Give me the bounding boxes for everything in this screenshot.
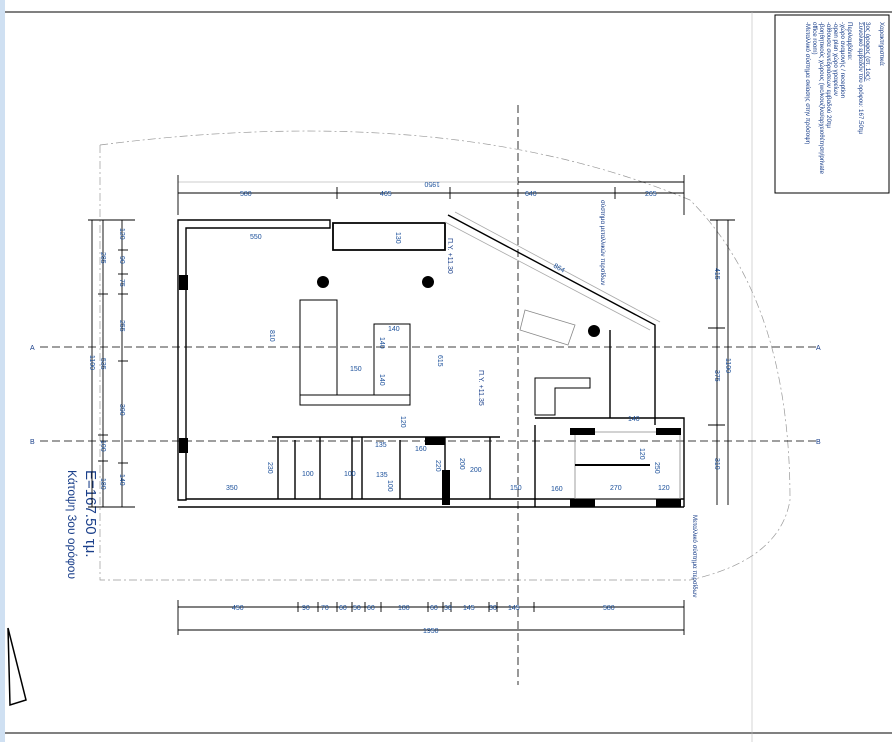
dim-interior: 150 [510, 485, 522, 492]
legend-item: -Μεταλλικό σύστημα σκίασης στην πρόσοψη [804, 22, 811, 145]
dim-interior: 140 [378, 337, 385, 349]
dim-interior: 220 [434, 460, 441, 472]
dim-interior: 350 [226, 485, 238, 492]
dim-bottom: 90 [302, 605, 310, 612]
dim-left-outer: 390 [118, 404, 125, 416]
dim-right-total: 1100 [724, 358, 731, 373]
dim-interior: 200 [458, 458, 465, 470]
dim-interior: 150 [350, 366, 362, 373]
dim-top: 265 [645, 191, 657, 198]
dim-left-total: 1100 [88, 355, 95, 370]
dim-left-outer: 75 [118, 279, 125, 287]
legend-item: -open plan χώρο γραφείων [832, 22, 839, 96]
grid-axes [40, 105, 820, 685]
dim-bottom: 60 [339, 605, 347, 612]
dim-bottom: 145 [463, 605, 475, 612]
dim-top: 580 [240, 191, 252, 198]
dim-interior: 200 [470, 467, 482, 474]
dim-bottom: 30 [444, 605, 452, 612]
north-arrow-icon [7, 627, 27, 707]
dim-interior: 160 [551, 486, 563, 493]
legend-area: Συνολικό εμβαδόν του ορόφου: 167.50τμ [857, 22, 864, 134]
dim-bottom: 145 [508, 605, 520, 612]
dim-bottom: 450 [232, 605, 244, 612]
dim-interior: 270 [610, 485, 622, 492]
interior-dimensions: 550 130 810 615 140 140 140 150 120 135 … [226, 232, 670, 493]
dim-interior: 135 [376, 472, 388, 479]
building-walls [177, 211, 685, 508]
dim-interior: 100 [344, 471, 356, 478]
dim-bottom: 70 [321, 605, 329, 612]
dim-left-inner: 180 [99, 478, 106, 490]
dim-interior: 120 [658, 485, 670, 492]
legend-item: -βοηθητικούς χώρους (wc/κουζίνα/αρχειοθέ… [818, 22, 825, 174]
dim-left-inner: 535 [99, 358, 106, 370]
legend-includes: Περιλαμβάνει: [846, 22, 853, 61]
plan-title: Κάτοψη 3ου ορόφου Ε=167.50 τμ. [65, 470, 99, 579]
note-louvres-bottom: Μεταλλικό σύστημα περσίδων [691, 515, 698, 597]
dim-interior: 135 [375, 442, 387, 449]
legend-item: -αίθουσα συνεδριάσεων εμβαδού 20τμ [825, 22, 832, 128]
dim-bottom: 50 [353, 605, 361, 612]
dim-right: 375 [713, 370, 720, 382]
dim-interior: 100 [386, 480, 393, 492]
dim-interior: 250 [653, 462, 660, 474]
section-label-a: A [816, 345, 821, 352]
dim-top: 640 [525, 191, 537, 198]
legend-heading: Χαρακτηριστικά: [878, 22, 885, 67]
dim-bottom: 580 [603, 605, 615, 612]
dim-top-total: 1950 [424, 180, 440, 187]
dim-interior: 140 [628, 416, 640, 423]
dim-interior: 120 [638, 448, 645, 460]
columns [179, 275, 681, 507]
section-label-b: B [30, 439, 35, 446]
legend-item: -χώρο αναμονής / reception [839, 22, 846, 99]
note-louvres: σύστημα μεταλλικών περσίδων [599, 200, 606, 285]
dim-interior: 810 [268, 330, 275, 342]
dim-left-outer: 140 [118, 474, 125, 486]
dim-interior: 100 [302, 471, 314, 478]
plan-title-area: Ε=167.50 τμ. [82, 470, 99, 558]
left-edge-strip [0, 0, 5, 742]
dim-interior: 230 [266, 462, 273, 474]
dim-bottom-total: 1950 [423, 628, 439, 635]
dim-right: 310 [713, 458, 720, 470]
dim-interior: 160 [415, 446, 427, 453]
dim-interior: 615 [436, 355, 443, 367]
dim-interior: 120 [399, 416, 406, 428]
dim-bottom: 180 [398, 605, 410, 612]
level-lower: Π.Υ. +11.35 [477, 370, 484, 406]
dim-interior: 140 [388, 326, 400, 333]
dim-bottom: 60 [430, 605, 438, 612]
dim-left-outer: 90 [118, 256, 125, 264]
legend-item: office room) [811, 22, 818, 55]
dim-interior: 864 [552, 263, 566, 275]
dim-right: 415 [713, 268, 720, 280]
dimension-lines [88, 175, 735, 635]
legend-box: Χαρακτηριστικά: 3ος όροφος (στ. 1ος): Συ… [774, 14, 890, 194]
dim-interior: 140 [378, 374, 385, 386]
legend-floor: 3ος όροφος (στ. 1ος): [864, 22, 871, 82]
dim-left-outer: 255 [118, 320, 125, 332]
level-upper: Π.Υ. +11.30 [446, 238, 453, 274]
dim-left-inner: 100 [99, 440, 106, 452]
section-label-b: B [816, 439, 821, 446]
plot-boundary [99, 130, 791, 581]
dim-left-inner: 285 [99, 252, 106, 264]
dim-bottom: 60 [367, 605, 375, 612]
dim-top: 465 [380, 191, 392, 198]
dim-bottom: 30 [489, 605, 497, 612]
plan-title-name: Κάτοψη 3ου ορόφου [65, 470, 79, 579]
dim-interior: 550 [250, 234, 262, 241]
section-label-a: A [30, 345, 35, 352]
dim-left-outer: 120 [118, 228, 125, 240]
dim-interior: 130 [394, 232, 401, 244]
